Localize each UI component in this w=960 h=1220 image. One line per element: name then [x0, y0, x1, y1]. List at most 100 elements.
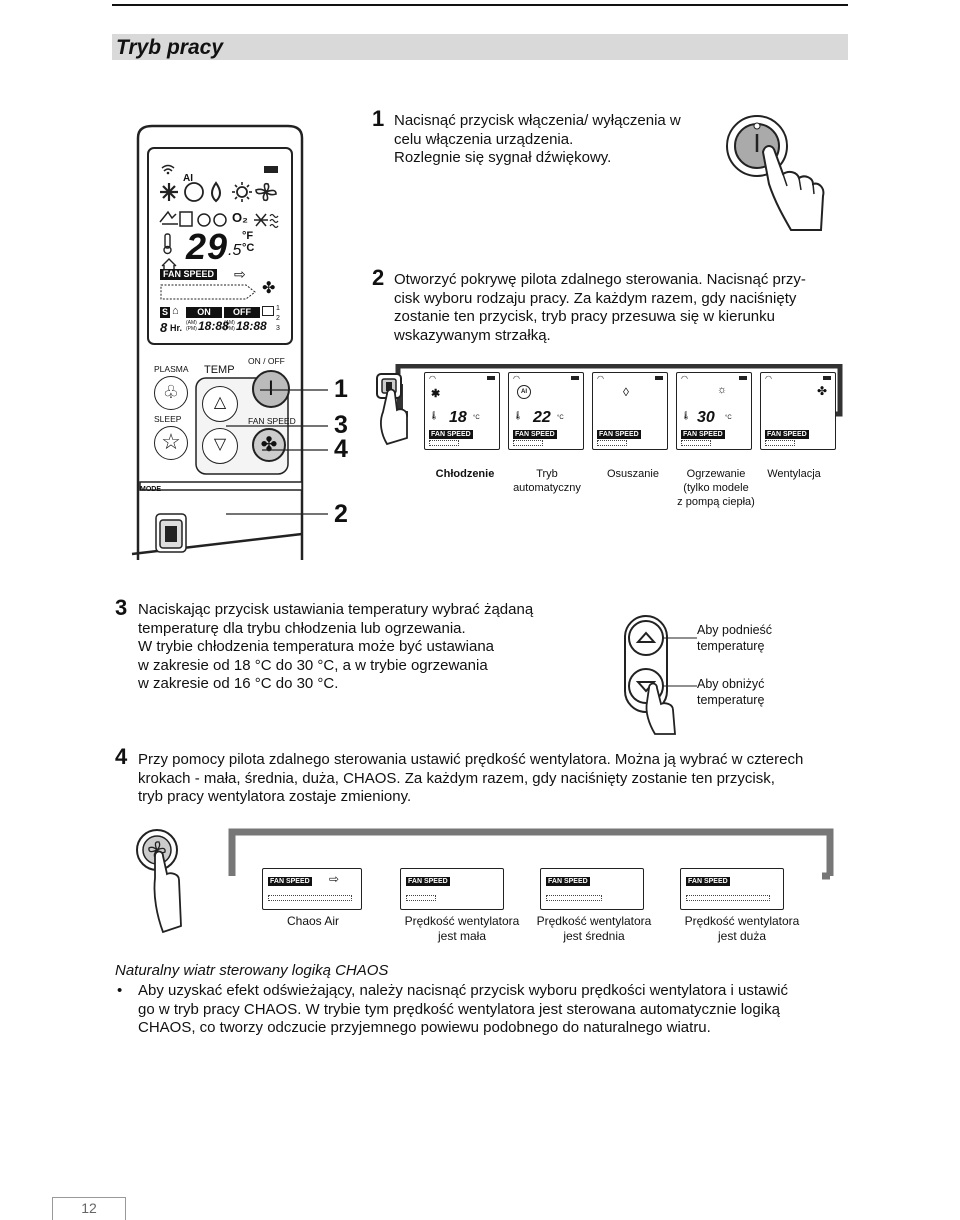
wifi-icon: ◠ [513, 374, 520, 383]
temp-up-button[interactable]: △ [202, 386, 238, 422]
mode-panel-fan: ◠ ✤ FAN SPEED [760, 372, 836, 450]
wifi-icon: ◠ [597, 374, 604, 383]
mode-panel-dry: ◠ ◊ FAN SPEED [592, 372, 668, 450]
step-1-number: 1 [372, 106, 385, 131]
fan-panel-tag: FAN SPEED [268, 877, 312, 886]
step-2-line: cisk wyboru rodzaju pracy. Za każdym raz… [394, 289, 797, 307]
sleep-label: SLEEP [154, 414, 182, 424]
fan-panel-low: FAN SPEED [400, 868, 504, 910]
lcd-celsius: °C [242, 242, 255, 254]
step-2-line: wskazywanym strzałką. [394, 326, 551, 344]
step-2-text: Otworzyć pokrywę pilota zdalnego sterowa… [394, 271, 846, 345]
mode-panel-cooling: ◠ ✱ 🌡 18 °C FAN SPEED [424, 372, 500, 450]
battery-icon [739, 376, 747, 380]
step-3-line: w zakresie od 16 °C do 30 °C. [138, 675, 339, 692]
lcd-am-pm-2: (AM)(PM) [224, 320, 235, 332]
callout-4: 4 [334, 435, 348, 463]
lcd-fahrenheit: °F [242, 230, 254, 242]
fan-caption-chaos: Chaos Air [286, 914, 340, 928]
panel-unit: °C [725, 415, 732, 421]
panel-unit: °C [473, 415, 480, 421]
step-1-line: Rozlegnie się sygnał dźwiękowy. [394, 149, 612, 166]
wifi-icon: ◠ [765, 374, 772, 383]
panel-fan-bar [765, 440, 795, 446]
thermometer-icon: 🌡 [681, 411, 692, 420]
page-number: 12 [81, 1200, 97, 1216]
step-3-line: w zakresie od 18 °C do 30 °C, a w trybie… [138, 656, 488, 674]
panel-fan-speed-tag: FAN SPEED [429, 430, 473, 439]
step-3-text: Naciskając przycisk ustawiania temperatu… [138, 601, 566, 694]
lcd-s-tag: S [160, 307, 170, 318]
step-2-line: Otworzyć pokrywę pilota zdalnego sterowa… [394, 271, 806, 288]
step-1-line: celu włączenia urządzenia. [394, 130, 574, 148]
temp-label: TEMP [204, 364, 235, 376]
lcd-ai-label: AI [183, 173, 193, 184]
plasma-button[interactable]: ♧ [154, 376, 188, 410]
panel-temperature: 30 [697, 409, 715, 426]
fan-panel-tag: FAN SPEED [406, 877, 450, 886]
battery-icon [655, 376, 663, 380]
step-2-number: 2 [372, 265, 385, 290]
step-4-line: Przy pomocy pilota zdalnego sterowania u… [138, 751, 804, 768]
lcd-hr-label: Hr. [170, 323, 183, 333]
callout-3: 3 [334, 411, 348, 439]
lcd-on-time: 18:88 [198, 319, 229, 333]
plasma-label: PLASMA [154, 364, 189, 374]
temp-down-button[interactable]: ▽ [202, 428, 238, 464]
battery-icon [571, 376, 579, 380]
thermometer-icon: 🌡 [513, 411, 524, 420]
fan-panel-bar [686, 895, 770, 901]
fan-icon: ✤ [817, 384, 828, 398]
panel-fan-bar [513, 440, 543, 446]
panel-unit: °C [557, 415, 564, 421]
panel-temperature: 18 [449, 409, 467, 426]
fan-panel-tag: FAN SPEED [546, 877, 590, 886]
sun-icon: ☼ [717, 384, 728, 396]
mode-panel-auto: ◠ AI 🌡 22 °C FAN SPEED [508, 372, 584, 450]
step-1-line: Nacisnąć przycisk włączenia/ wyłączenia … [394, 112, 681, 129]
chaos-heading: Naturalny wiatr sterowany logiką CHAOS [115, 962, 389, 979]
chaos-line: CHAOS, co tworzy odczucie przyjemnego po… [138, 1019, 711, 1036]
page-number-box [52, 1197, 126, 1220]
panel-fan-bar [597, 440, 627, 446]
callout-2: 2 [334, 500, 348, 528]
caption-fan: Wentylacja [767, 468, 821, 480]
caption-cooling: Chłodzenie [435, 468, 495, 480]
lcd-temperature-decimal: .5 [228, 242, 242, 259]
power-button-press-icon [726, 115, 825, 231]
step-2-line: zostanie ten przycisk, tryb pracy przesu… [394, 308, 775, 325]
chaos-line: go w tryb pracy CHAOS. W trybie tym pręd… [138, 1000, 780, 1018]
on-off-button[interactable]: Ⅰ [252, 370, 290, 408]
thermometer-icon: 🌡 [429, 411, 440, 420]
lcd-off-time: 18:88 [236, 319, 267, 333]
chaos-arrow-icon: ⇨ [329, 872, 340, 886]
step-1-text: Nacisnąć przycisk włączenia/ wyłączenia … [394, 112, 714, 168]
lcd-arrow-icon: ⇨ [234, 266, 246, 282]
fan-panel-bar [546, 895, 602, 901]
chaos-bullet: • [117, 982, 123, 999]
step-4-text: Przy pomocy pilota zdalnego sterowania u… [138, 751, 846, 807]
mode-label: MODE [140, 486, 161, 493]
panel-fan-speed-tag: FAN SPEED [597, 430, 641, 439]
callout-1: 1 [334, 375, 348, 403]
step-3-number: 3 [115, 595, 128, 620]
on-off-label: ON / OFF [248, 356, 285, 366]
step-3-line: temperaturę dla trybu chłodzenia lub ogr… [138, 619, 466, 637]
fan-panel-bar [268, 895, 352, 901]
battery-icon [823, 376, 831, 380]
caption-dry: Osuszanie [607, 468, 659, 480]
wifi-icon: ◠ [429, 374, 436, 383]
droplet-icon: ◊ [623, 385, 629, 399]
panel-temperature: 22 [533, 409, 551, 426]
mode-button-press-icon [376, 373, 408, 446]
fan-panel-high: FAN SPEED [680, 868, 784, 910]
step-4-number: 4 [115, 744, 128, 769]
top-rule [112, 4, 848, 6]
sleep-button[interactable]: ☆ [154, 426, 188, 460]
